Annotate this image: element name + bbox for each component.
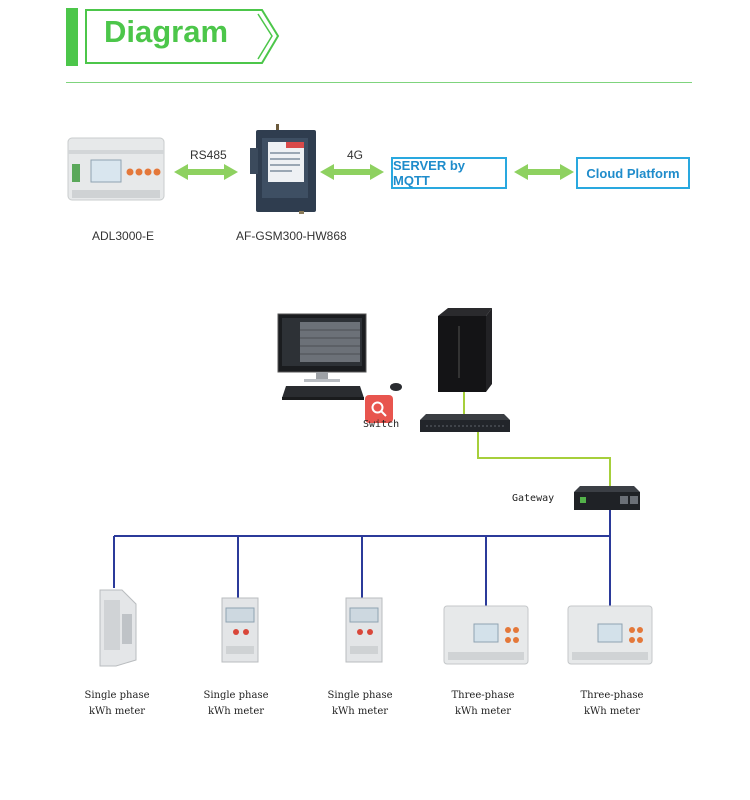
single-phase-meter-2-image <box>221 597 259 663</box>
mouse-image <box>390 383 402 391</box>
meter-caption-2-line1: Single phase <box>203 690 269 701</box>
meter-caption-5: Three-phase kWh meter <box>557 688 667 720</box>
meter-caption-1-line1: Single phase <box>84 690 150 701</box>
zoom-icon[interactable] <box>365 395 393 423</box>
meter-caption-1: Single phase kWh meter <box>62 688 172 720</box>
keyboard-image <box>282 386 364 400</box>
switch-label: Switch <box>363 419 400 430</box>
meter-caption-4: Three-phase kWh meter <box>428 688 538 720</box>
rs485-label: RS485 <box>190 148 227 162</box>
header-chevron-outline <box>85 9 280 64</box>
adl3000-meter-image <box>67 137 165 201</box>
adl3000-label: ADL3000-E <box>92 229 155 243</box>
header-divider <box>66 82 692 83</box>
three-phase-meter-2-image <box>567 605 653 665</box>
gateway-device-image <box>574 486 640 510</box>
header-chevron-inner <box>257 13 273 60</box>
meter-caption-4-line1: Three-phase <box>451 690 515 701</box>
meter-caption-3: Single phase kWh meter <box>305 688 415 720</box>
page-title: Diagram <box>104 14 229 49</box>
4g-arrow <box>320 164 384 180</box>
meter-caption-2: Single phase kWh meter <box>181 688 291 720</box>
rs485-bus <box>113 510 611 606</box>
server-mqtt-box: SERVER by MQTT <box>391 157 507 189</box>
meter-caption-2-line2: kWh meter <box>207 706 265 717</box>
meter-caption-3-line2: kWh meter <box>331 706 389 717</box>
af-gsm300-device-image <box>250 124 316 214</box>
4g-label: 4G <box>347 148 364 162</box>
magnifier-icon <box>371 401 387 417</box>
gateway-label: Gateway <box>512 493 555 504</box>
meter-caption-5-line1: Three-phase <box>580 690 644 701</box>
rs485-arrow <box>174 164 238 180</box>
single-phase-meter-1-image <box>99 589 137 667</box>
switch-gateway-link <box>477 432 611 488</box>
server-tower-image <box>438 308 492 392</box>
single-phase-meter-3-image <box>345 597 383 663</box>
meter-caption-1-line2: kWh meter <box>88 706 146 717</box>
meter-caption-4-line2: kWh meter <box>454 706 512 717</box>
meter-caption-3-line1: Single phase <box>327 690 393 701</box>
af-gsm300-label: AF-GSM300-HW868 <box>236 229 347 243</box>
mqtt-cloud-arrow <box>514 164 574 180</box>
header-accent-bar <box>66 8 78 66</box>
computer-monitor-image <box>277 313 367 382</box>
cloud-platform-box: Cloud Platform <box>576 157 690 189</box>
network-switch-image <box>420 414 510 432</box>
meter-caption-5-line2: kWh meter <box>583 706 641 717</box>
three-phase-meter-1-image <box>443 605 529 665</box>
